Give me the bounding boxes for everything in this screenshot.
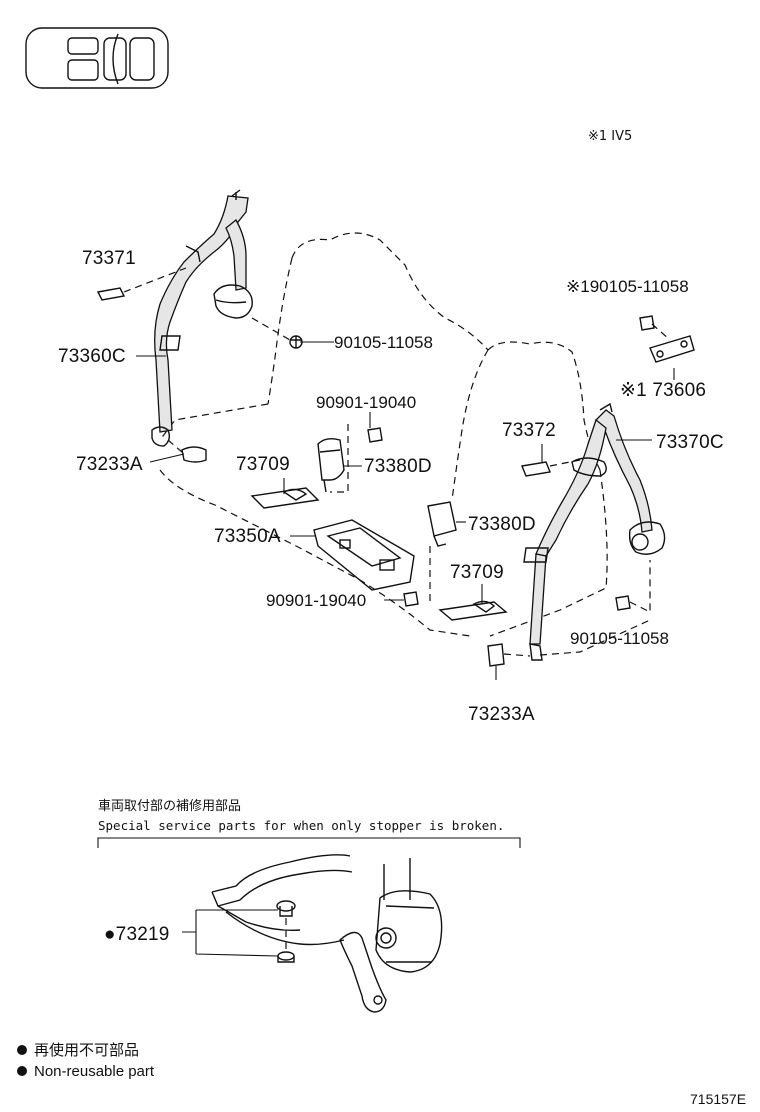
variant-note: ※1 IV5: [588, 129, 632, 144]
cover-73709-left: [250, 487, 320, 509]
label-73360C: 73360C: [58, 346, 126, 367]
legend-ja: 再使用不可部品: [34, 1042, 139, 1059]
label-190105-11058: ※190105-11058: [566, 277, 689, 296]
label-73380D-left: 73380D: [364, 456, 432, 477]
buckle-base-73350A: [313, 519, 415, 591]
label-73606: ※1 73606: [620, 380, 706, 401]
legend: 再使用不可部品 Non-reusable part: [17, 1042, 155, 1080]
figure-number: 715157E: [690, 1091, 746, 1107]
label-90105-11058-left: 90105-11058: [334, 333, 433, 352]
label-90105-11058-right: 90105-11058: [570, 629, 669, 648]
vehicle-seat-icon: [25, 27, 169, 89]
bolt-90105-11058-right: [615, 560, 651, 613]
rear-seat-outline: [159, 232, 651, 656]
bolt-90901-19040-top: [330, 424, 383, 493]
stopper-inset-drawing: [211, 854, 443, 1013]
label-90901-19040-bottom: 90901-19040: [266, 591, 366, 610]
bolt-190105-11058: [639, 315, 671, 341]
cover-73709-right: [438, 600, 508, 621]
part-73233A-right-cover: [487, 643, 531, 667]
service-section-bracket: [97, 837, 521, 848]
label-73371: 73371: [82, 248, 136, 269]
legend-en: Non-reusable part: [34, 1063, 155, 1080]
leader-lines: [136, 341, 675, 680]
label-73372: 73372: [502, 420, 556, 441]
label-73350A: 73350A: [214, 526, 281, 547]
service-note-ja: 車両取付部の補修用部品: [98, 799, 241, 814]
label-73709-left: 73709: [236, 454, 290, 475]
label-73709-right: 73709: [450, 562, 504, 583]
label-73219: ●73219: [104, 924, 170, 945]
buckle-73380D-left: [317, 437, 345, 493]
label-73233A-left: 73233A: [76, 454, 143, 475]
legend-dot-icon: [17, 1045, 27, 1055]
bracket-73606: [649, 335, 695, 363]
label-90901-19040-top: 90901-19040: [316, 393, 416, 412]
label-73380D-right: 73380D: [468, 514, 536, 535]
leader-73219: [182, 909, 279, 957]
part-73372-clip: [521, 459, 581, 477]
bolt-90901-19040-bottom: [403, 591, 419, 607]
part-73233A-left-cover: [167, 439, 207, 463]
left-seat-belt-assembly: [151, 189, 253, 447]
part-73371-clip: [96, 287, 126, 301]
label-73233A-right: 73233A: [468, 704, 535, 725]
label-73370C: 73370C: [656, 432, 724, 453]
service-note-en: Special service parts for when only stop…: [98, 818, 504, 833]
right-seat-belt-assembly: [523, 402, 666, 661]
legend-dot-icon: [17, 1066, 27, 1076]
buckle-73380D-right: [427, 501, 457, 606]
